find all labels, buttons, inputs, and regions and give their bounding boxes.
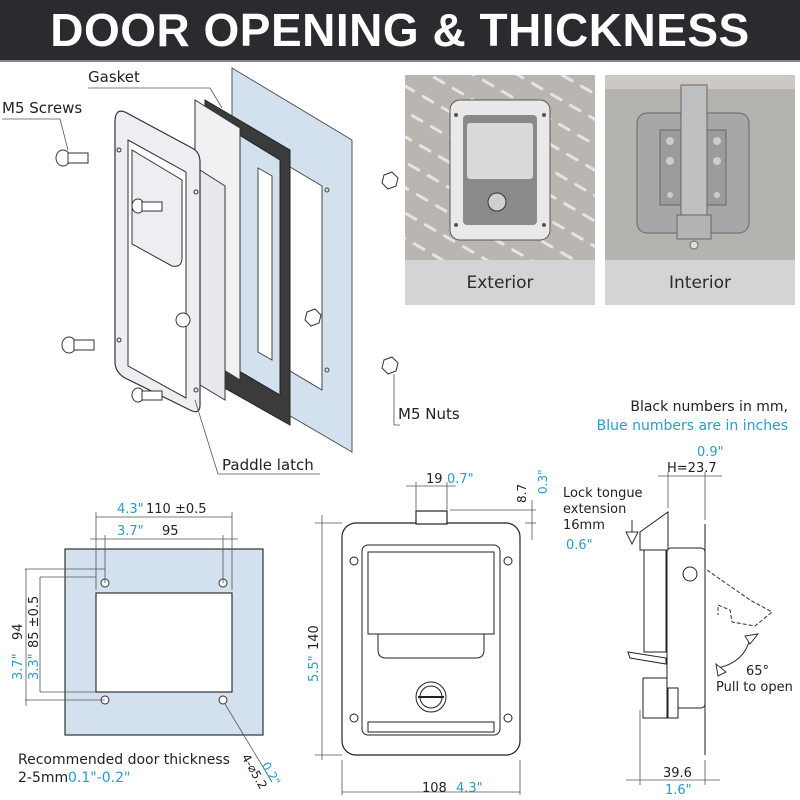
hole-spacing-width-inch: 3.7" (117, 524, 144, 539)
hole-spacing-height-mm: 94 (11, 623, 26, 640)
tongue-width-mm: 19 (426, 472, 443, 487)
thickness-mm: 2-5mm (18, 770, 69, 786)
side-depth-mm: H=23.7 (667, 461, 717, 476)
tongue-ext-line2: extension (563, 502, 627, 517)
door-cutout-svg (25, 512, 273, 783)
side-total-mm: 39.6 (663, 766, 692, 781)
hole-spacing-width-mm: 95 (162, 524, 179, 539)
side-depth-inch: 0.9" (697, 445, 724, 460)
exterior-caption: Exterior (466, 272, 534, 293)
front-view-svg (315, 482, 536, 795)
cutout-height-inch: 3.3" (27, 653, 42, 680)
latch-height-mm: 140 (307, 625, 322, 650)
interior-caption: Interior (668, 272, 731, 293)
cutout-height-mm: 85 ±0.5 (27, 595, 42, 648)
tongue-height-mm: 8.7 (515, 483, 529, 503)
gasket-label: Gasket (88, 68, 140, 86)
cutout-width-mm: 110 ±0.5 (146, 502, 207, 517)
interior-image (605, 75, 795, 260)
tongue-ext-inch: 0.6" (566, 538, 593, 553)
exterior-photo: Exterior (405, 75, 595, 305)
exterior-image (405, 75, 595, 260)
page-header: DOOR OPENING & THICKNESS (0, 0, 800, 62)
side-view-svg (625, 472, 773, 785)
inch-note: Blue numbers are in inches (596, 418, 788, 434)
thickness-label: Recommended door thickness (18, 752, 230, 768)
mm-note: Black numbers in mm, (630, 399, 788, 415)
paddle-latch-label: Paddle latch (222, 456, 314, 474)
nuts-label: M5 Nuts (398, 405, 460, 423)
screws-label: M5 Screws (2, 99, 83, 117)
latch-height-inch: 5.5" (307, 655, 322, 682)
exploded-diagram (2, 67, 400, 475)
hole-spacing-height-inch: 3.7" (11, 653, 26, 680)
page-title: DOOR OPENING & THICKNESS (50, 4, 750, 56)
latch-width-inch: 4.3" (456, 781, 483, 796)
tongue-ext-line1: Lock tongue (563, 486, 643, 501)
latch-width-mm: 108 (422, 781, 447, 796)
pull-to-open-label: Pull to open (716, 680, 793, 695)
tongue-ext-mm: 16mm (563, 518, 605, 533)
thickness-inch: 0.1"-0.2" (68, 770, 131, 786)
tongue-width-inch: 0.7" (447, 472, 474, 487)
cutout-width-inch: 4.3" (117, 502, 144, 517)
side-total-inch: 1.6" (665, 783, 692, 798)
angle-label: 65° (746, 664, 770, 679)
interior-photo: Interior (605, 75, 795, 305)
